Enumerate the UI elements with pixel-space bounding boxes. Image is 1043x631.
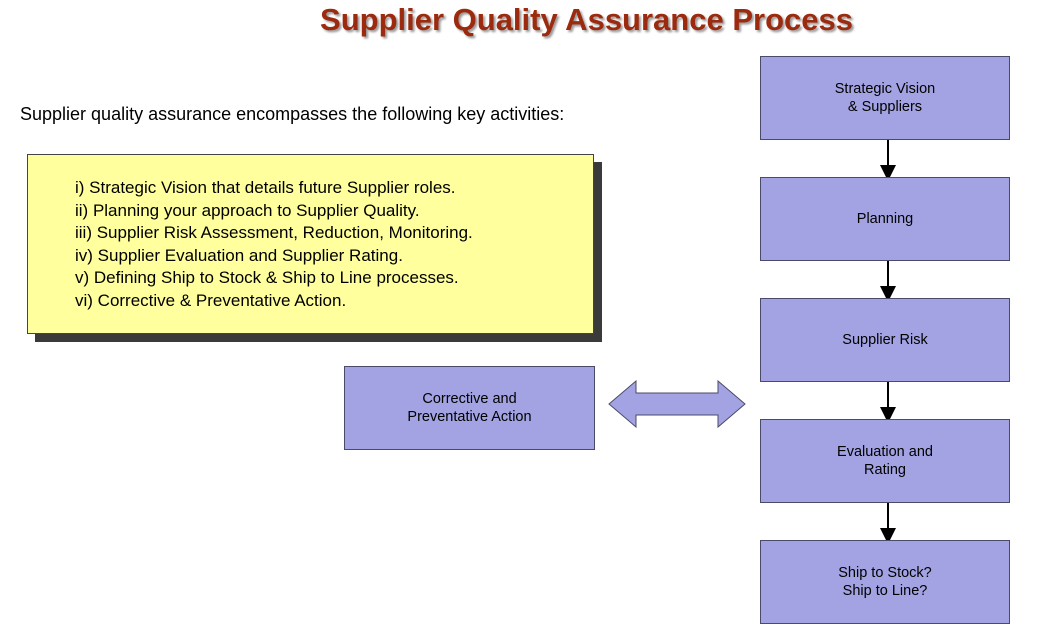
activity-item: i) Strategic Vision that details future …: [75, 178, 456, 197]
activities-note: i) Strategic Vision that details future …: [27, 154, 594, 334]
page-title: Supplier Quality Assurance Process: [320, 2, 853, 37]
intro-text: Supplier quality assurance encompasses t…: [20, 104, 565, 124]
activity-item: iii) Supplier Risk Assessment, Reduction…: [75, 223, 473, 242]
flow-box-planning: Planning: [760, 177, 1010, 261]
double-arrow: [608, 379, 746, 429]
activity-item: iv) Supplier Evaluation and Supplier Rat…: [75, 245, 403, 265]
corrective-action-box: Corrective and Preventative Action: [344, 366, 595, 450]
activity-item: ii) Planning your approach to Supplier Q…: [75, 200, 420, 220]
flow-box-strategic-vision: Strategic Vision & Suppliers: [760, 56, 1010, 140]
activities-list: i) Strategic Vision that details future …: [28, 155, 593, 312]
flow-box-supplier-risk: Supplier Risk: [760, 298, 1010, 382]
activity-item: vi) Corrective & Preventative Action.: [75, 290, 347, 310]
activity-item: v) Defining Ship to Stock & Ship to Line…: [75, 268, 459, 287]
flow-box-evaluation: Evaluation and Rating: [760, 419, 1010, 503]
flow-box-ship: Ship to Stock? Ship to Line?: [760, 540, 1010, 624]
